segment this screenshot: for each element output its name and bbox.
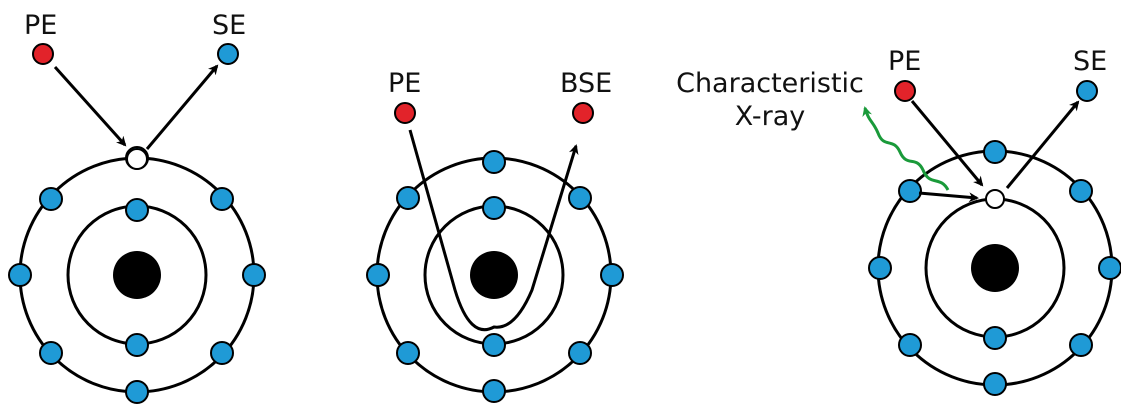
electrons <box>868 140 1121 396</box>
primary-electron <box>32 43 54 65</box>
orbital-electron <box>366 263 390 287</box>
orbital-electron <box>482 150 506 174</box>
nucleus <box>971 244 1019 292</box>
orbital-electron <box>210 187 234 211</box>
panel-characteristic-xray: PE SE Characteristic X-ray <box>676 46 1121 396</box>
electrons <box>8 146 266 404</box>
orbital-electron <box>898 333 922 357</box>
incoming-arrow <box>910 100 984 187</box>
electron-transition-arrow <box>918 191 979 203</box>
nucleus <box>470 251 518 299</box>
orbital-electron <box>242 263 266 287</box>
orbital-electron <box>125 333 149 357</box>
pe-label: PE <box>388 68 421 99</box>
xray-wavy-arrow <box>862 106 950 191</box>
orbital-electron <box>482 333 506 357</box>
outgoing-arrow <box>1005 100 1080 189</box>
orbital-electron <box>983 140 1007 164</box>
orbital-electron <box>482 196 506 220</box>
orbital-electron <box>868 256 892 280</box>
panel-secondary-electron: PE SE <box>8 10 266 404</box>
primary-electron <box>394 102 416 124</box>
orbital-electron <box>983 372 1007 396</box>
se-label: SE <box>212 10 246 41</box>
vacancy <box>126 148 148 170</box>
orbital-electron <box>39 341 63 365</box>
panel-backscattered-electron: PE BSE <box>366 68 624 403</box>
orbital-electron <box>568 341 592 365</box>
vacancy <box>985 189 1005 209</box>
pe-label: PE <box>24 10 57 41</box>
incoming-arrow <box>53 65 127 147</box>
orbital-electron <box>568 186 592 210</box>
primary-electron <box>894 80 916 102</box>
orbital-electron <box>396 186 420 210</box>
backscatter-path <box>408 129 579 332</box>
xray-label-line2: X-ray <box>735 101 806 132</box>
electrons <box>366 150 624 403</box>
backscattered-electron <box>572 102 594 124</box>
orbital-electron <box>396 341 420 365</box>
orbital-electron <box>8 263 32 287</box>
orbital-electron <box>898 179 922 203</box>
nucleus <box>113 251 161 299</box>
orbital-electron <box>125 380 149 404</box>
orbital-electron <box>1069 333 1093 357</box>
orbital-electron <box>125 198 149 222</box>
orbital-electron <box>600 263 624 287</box>
secondary-electron <box>1076 80 1098 102</box>
orbital-electron <box>1098 256 1121 280</box>
orbital-electron <box>39 187 63 211</box>
orbital-electron <box>983 326 1007 350</box>
orbital-electron <box>210 341 234 365</box>
se-label: SE <box>1073 46 1107 77</box>
outgoing-arrow <box>145 64 219 150</box>
orbital-electron <box>1069 179 1093 203</box>
secondary-electron <box>217 43 239 65</box>
pe-label: PE <box>888 46 921 77</box>
bse-label: BSE <box>560 68 612 99</box>
xray-label-line1: Characteristic <box>676 68 864 99</box>
orbital-electron <box>482 379 506 403</box>
